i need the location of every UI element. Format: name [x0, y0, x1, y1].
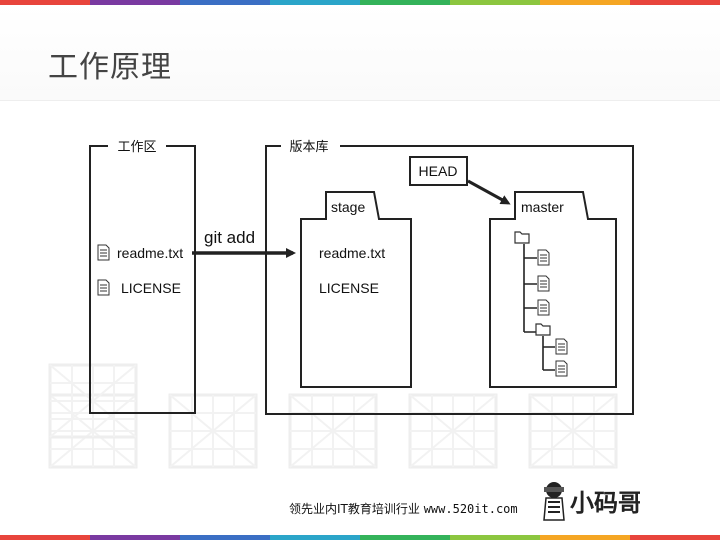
workspace-label: 工作区 — [117, 139, 156, 154]
top-color-stripe — [0, 0, 720, 5]
file-icon — [97, 244, 110, 261]
head-label: HEAD — [419, 163, 458, 179]
master-tab-label: master — [521, 199, 564, 215]
workspace-file-label: LICENSE — [121, 280, 181, 296]
workspace-file-license: LICENSE — [97, 279, 181, 296]
stage-tab-label: stage — [331, 199, 365, 215]
file-icon — [97, 279, 110, 296]
file-icon — [555, 338, 568, 355]
workspace-box: 工作区 readme.txt LICENSE — [89, 139, 196, 414]
footer-url: www.520it.com — [423, 502, 518, 516]
footer-slogan: 领先业内IT教育培训行业 www.520it.com — [289, 500, 518, 517]
bottom-color-stripe — [0, 535, 720, 540]
title-band — [0, 5, 720, 101]
folder-icon — [535, 323, 551, 336]
footer-text: 领先业内IT教育培训行业 — [289, 502, 420, 516]
repository-box: 版本库 — [265, 139, 634, 415]
workspace-file-readme: readme.txt — [97, 244, 183, 261]
repository-label: 版本库 — [289, 139, 328, 154]
folder-icon — [514, 231, 530, 244]
logo-text: 小码哥 — [570, 489, 640, 517]
git-add-arrow: git add — [192, 228, 296, 258]
head-pointer: HEAD — [409, 156, 511, 205]
workspace-file-label: readme.txt — [117, 245, 183, 261]
commit-tree — [514, 231, 568, 377]
file-icon — [555, 360, 568, 377]
file-icon — [537, 299, 550, 316]
page-title: 工作原理 — [48, 50, 172, 85]
file-icon — [537, 275, 550, 292]
brand-logo: 小码哥 — [543, 482, 640, 521]
stage-file-label: LICENSE — [319, 280, 379, 296]
git-add-command-label: git add — [204, 228, 255, 247]
stage-file-label: readme.txt — [319, 245, 385, 261]
stage-area: stage readme.txt LICENSE — [300, 191, 412, 388]
master-area: master — [489, 191, 617, 388]
file-icon — [537, 249, 550, 266]
